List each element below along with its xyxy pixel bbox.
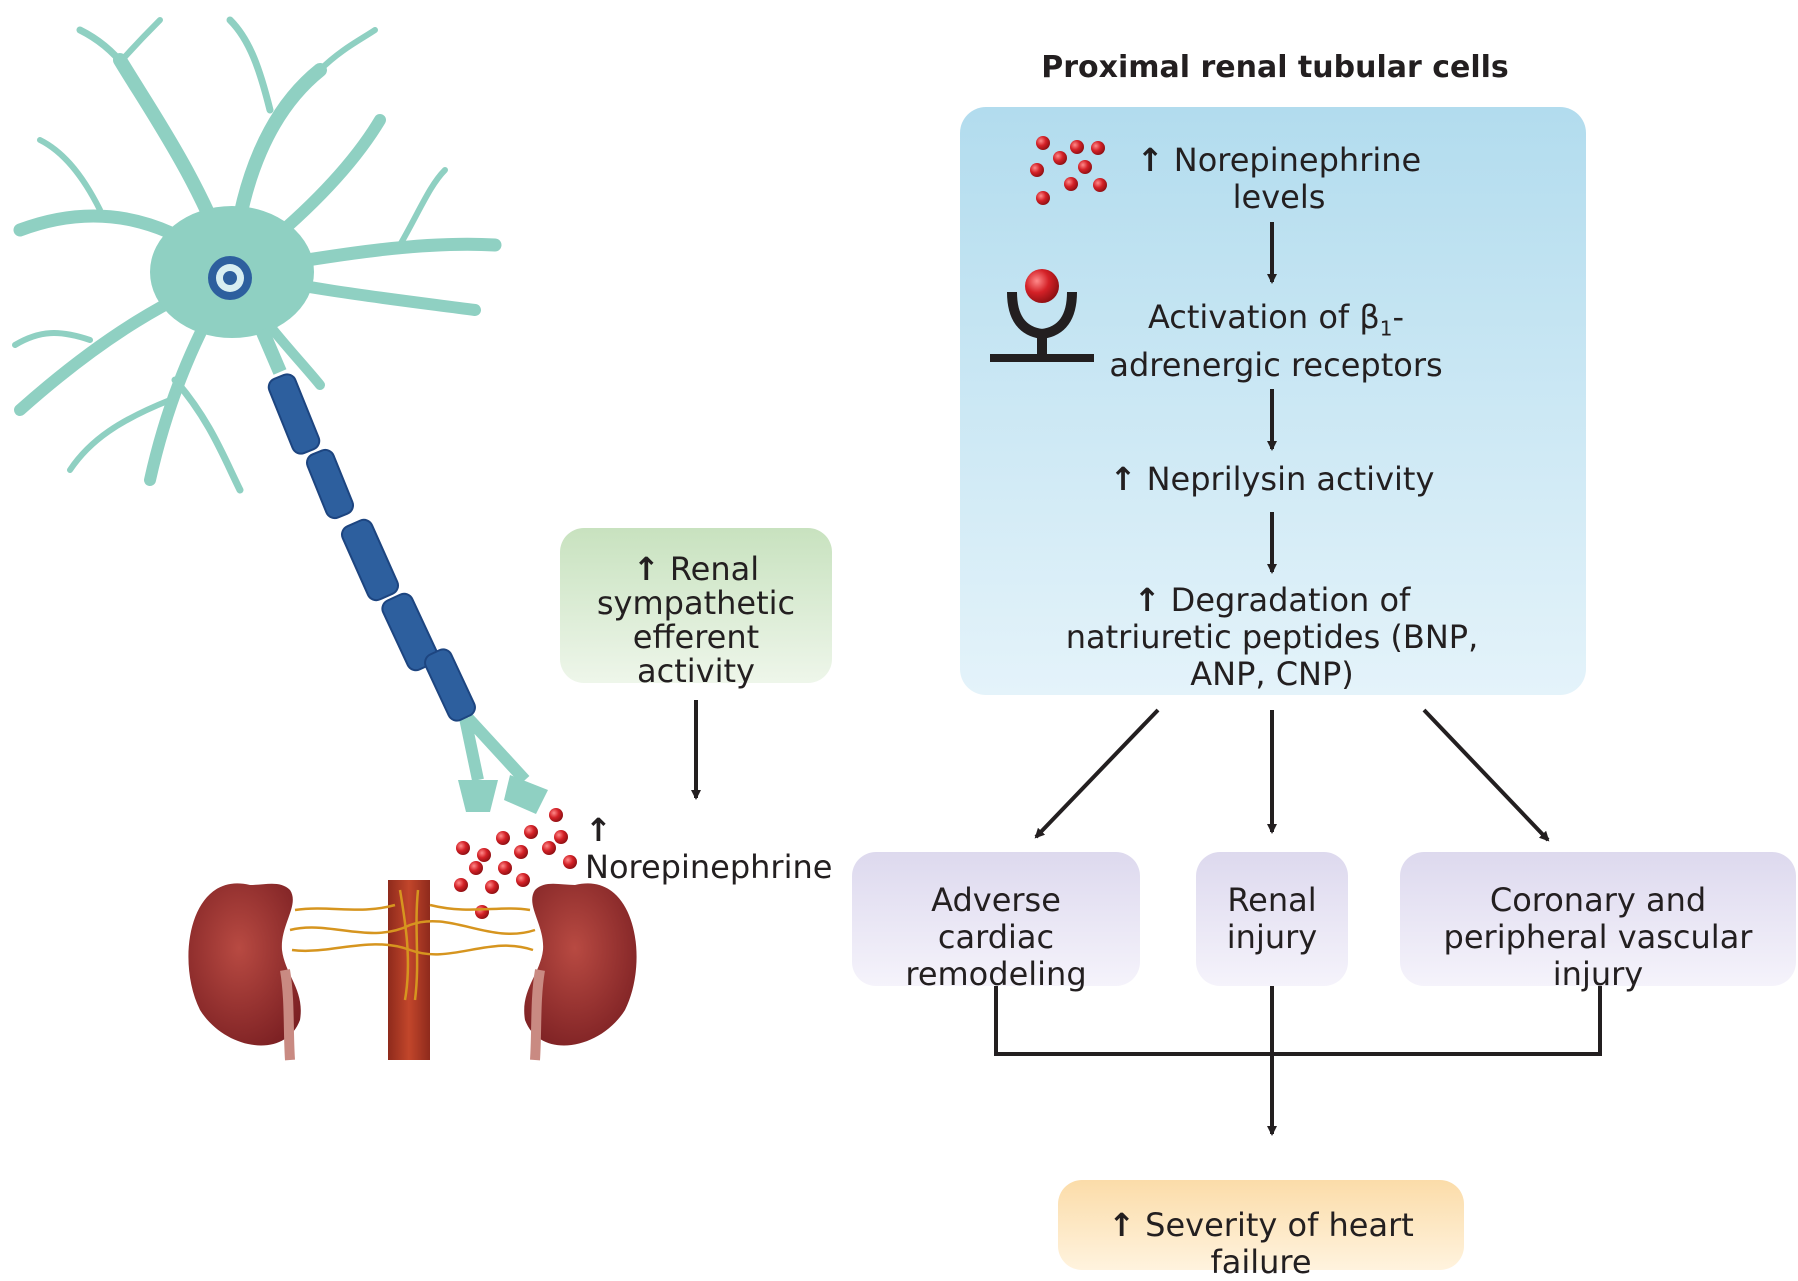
- outcome-box-vascular: [1400, 852, 1796, 986]
- step-norepinephrine-levels: ↑ Norepinephrine levels: [1134, 142, 1424, 216]
- page-title: Proximal renal tubular cells: [1041, 50, 1509, 85]
- step1-text: Norepinephrine levels: [1173, 141, 1422, 216]
- heart-failure-label: ↑ Severity of heart failure: [1062, 1207, 1460, 1281]
- up-arrow-icon: ↑: [1108, 1206, 1135, 1244]
- step2-post: -adrenergic receptors: [1109, 298, 1443, 385]
- norepinephrine-text: Norepinephrine: [585, 848, 833, 886]
- outcome-box-renal: [1196, 852, 1348, 986]
- merge-bracket: [994, 986, 1602, 1056]
- up-arrow-icon: ↑: [585, 811, 612, 849]
- up-arrow-icon: ↑: [1136, 141, 1164, 179]
- outcome-cardiac-label: Adverse cardiac remodeling: [905, 881, 1087, 993]
- outcome-renal-label: Renal injury: [1226, 881, 1318, 956]
- up-arrow-icon: ↑: [1109, 460, 1137, 498]
- kidneys-aorta-icon: [188, 880, 637, 1061]
- released-norepinephrine-dots-icon: [454, 808, 577, 919]
- sympathetic-text: Renal sympathetic efferent activity: [596, 550, 796, 690]
- arrow-to-cardiac: [1034, 708, 1160, 839]
- up-arrow-icon: ↑: [632, 550, 660, 588]
- arrow-to-vascular: [1422, 708, 1550, 842]
- step3-text: Neprilysin activity: [1146, 460, 1435, 498]
- step-neprilysin-activity: ↑ Neprilysin activity: [1080, 461, 1464, 498]
- outcome-vascular-label: Coronary and peripheral vascular injury: [1443, 881, 1753, 993]
- heart-failure-box: [1058, 1180, 1464, 1270]
- outcome-box-cardiac: [852, 852, 1140, 986]
- step-receptor-activation: Activation of β1-adrenergic receptors: [1086, 298, 1466, 385]
- norepinephrine-dots-icon: [1030, 136, 1107, 205]
- step-np-degradation: ↑ Degradation of natriuretic peptides (B…: [1056, 582, 1488, 693]
- norepinephrine-release-label: ↑ Norepinephrine: [585, 812, 845, 886]
- sympathetic-activity-label: ↑ Renal sympathetic efferent activity: [572, 552, 820, 688]
- step2-sub: 1: [1379, 316, 1393, 341]
- sympathetic-activity-box: [560, 528, 832, 683]
- beta1-receptor-icon: [990, 269, 1094, 362]
- step2-pre: Activation of β: [1147, 298, 1380, 336]
- step4-text: Degradation of natriuretic peptides (BNP…: [1065, 581, 1479, 693]
- neuron-icon: [12, 16, 548, 814]
- heart-failure-text: Severity of heart failure: [1145, 1206, 1414, 1281]
- up-arrow-icon: ↑: [1133, 581, 1161, 619]
